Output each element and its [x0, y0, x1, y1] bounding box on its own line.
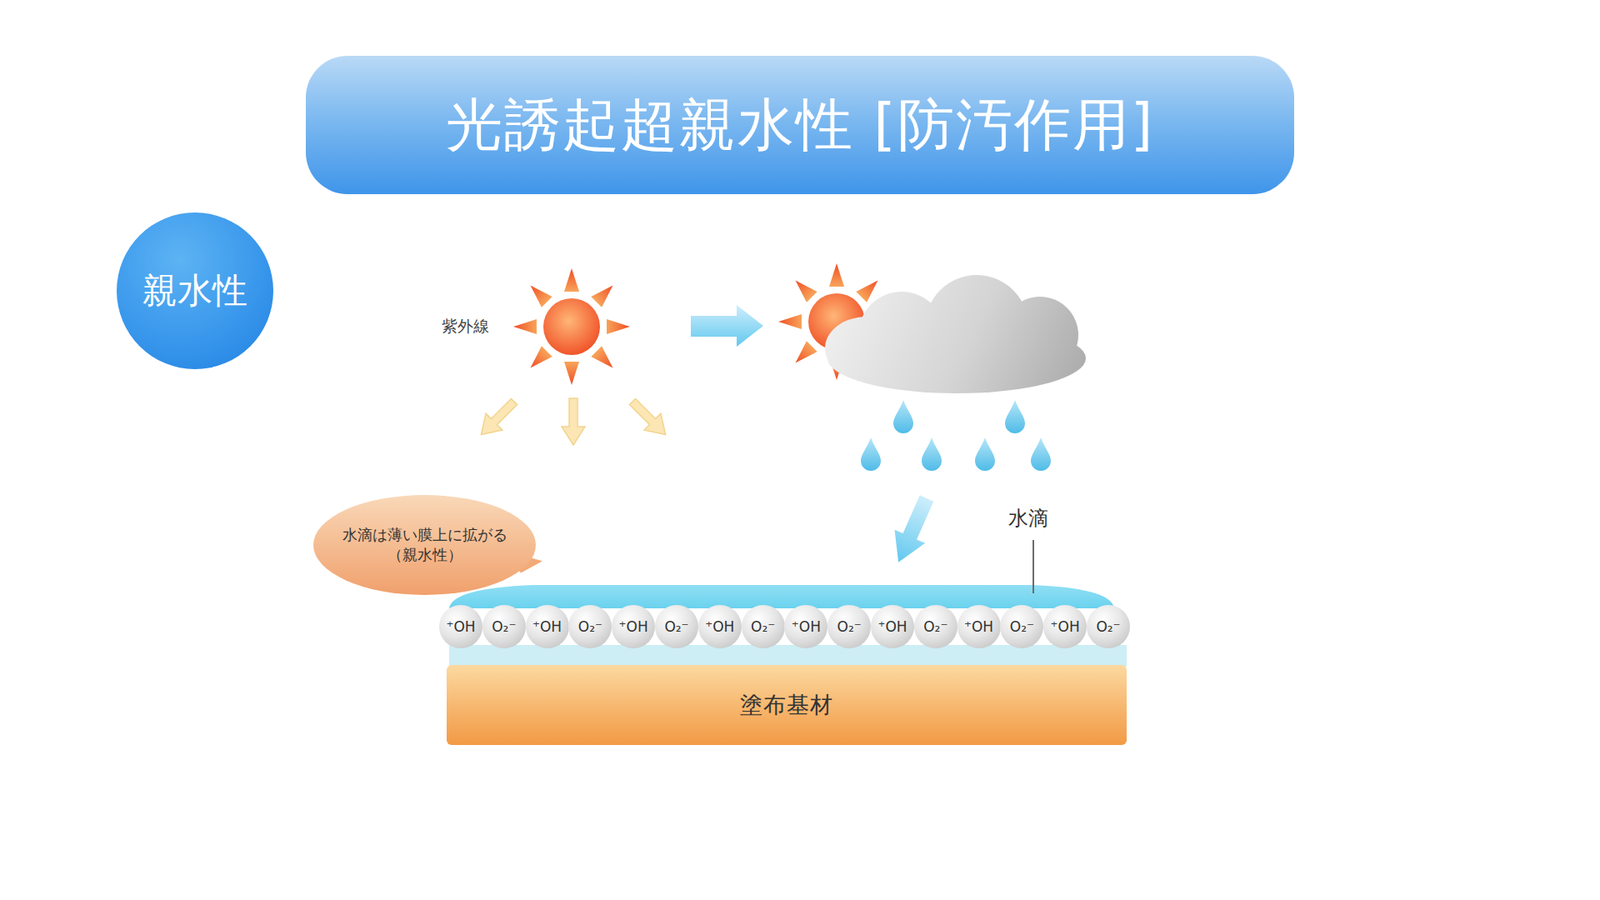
- ion-circle: ⁺OH: [698, 605, 742, 649]
- node-text: O₂⁻: [1095, 618, 1120, 635]
- node-text: O₂⁻: [750, 618, 775, 635]
- rain-drops: [860, 400, 1051, 471]
- ion-circle: O₂⁻: [741, 605, 785, 649]
- node-text: ⁺OH: [445, 618, 475, 635]
- node-text: O₂⁻: [491, 618, 516, 635]
- node-text: 親水性: [142, 267, 248, 315]
- leader-line: [1032, 540, 1035, 594]
- speech-bubble: 水滴は薄い膜上に拡がる （親水性）: [313, 495, 536, 595]
- substrate-box: 塗布基材: [446, 665, 1127, 745]
- ion-circle: ⁺OH: [525, 605, 570, 649]
- node-text: 水滴は薄い膜上に拡がる （親水性）: [339, 525, 510, 566]
- ion-circle: O₂⁻: [482, 605, 526, 649]
- ion-circle: ⁺OH: [1043, 605, 1087, 649]
- ion-circle: ⁺OH: [439, 605, 483, 649]
- ion-circle: O₂⁻: [568, 605, 612, 649]
- ion-circle: ⁺OH: [784, 605, 828, 649]
- ion-circle: O₂⁻: [1086, 605, 1130, 649]
- node-text: O₂⁻: [664, 618, 689, 635]
- cloud-icon: [825, 275, 1086, 394]
- node-text: O₂⁻: [837, 618, 862, 635]
- uv-label: 紫外線: [441, 315, 490, 338]
- coating-layer: [449, 645, 1127, 667]
- node-text: ⁺OH: [791, 618, 821, 635]
- sun-icon: [513, 268, 630, 385]
- node-text: O₂⁻: [1010, 618, 1035, 635]
- rain-arrow: [883, 491, 942, 570]
- ion-circle: O₂⁻: [914, 605, 958, 649]
- ion-circle: O₂⁻: [655, 605, 699, 649]
- title-banner: 光誘起超親水性 [防汚作用]: [305, 55, 1295, 195]
- node-text: ⁺OH: [877, 618, 907, 635]
- node-text: ⁺OH: [705, 618, 735, 635]
- node-text: 塗布基材: [740, 690, 834, 720]
- uv-arrows: [473, 393, 675, 445]
- bubble-shape: [313, 495, 536, 595]
- topic-circle: 親水性: [116, 212, 274, 370]
- node-text: ⁺OH: [964, 618, 994, 635]
- node-text: ⁺OH: [1050, 618, 1080, 635]
- node-text: O₂⁻: [578, 618, 603, 635]
- title-text: 光誘起超親水性 [防汚作用]: [445, 87, 1155, 164]
- node-text: ⁺OH: [532, 618, 562, 635]
- node-text: ⁺OH: [619, 618, 649, 635]
- ion-circle: O₂⁻: [827, 605, 871, 649]
- water-drop-label: 水滴: [1008, 505, 1049, 532]
- ion-circle: ⁺OH: [957, 605, 1001, 649]
- ion-circle: O₂⁻: [1000, 605, 1044, 649]
- ion-circle: ⁺OH: [870, 605, 915, 649]
- ion-circle: ⁺OH: [611, 605, 655, 649]
- node-text: O₂⁻: [923, 618, 948, 635]
- transition-arrow: [690, 305, 764, 347]
